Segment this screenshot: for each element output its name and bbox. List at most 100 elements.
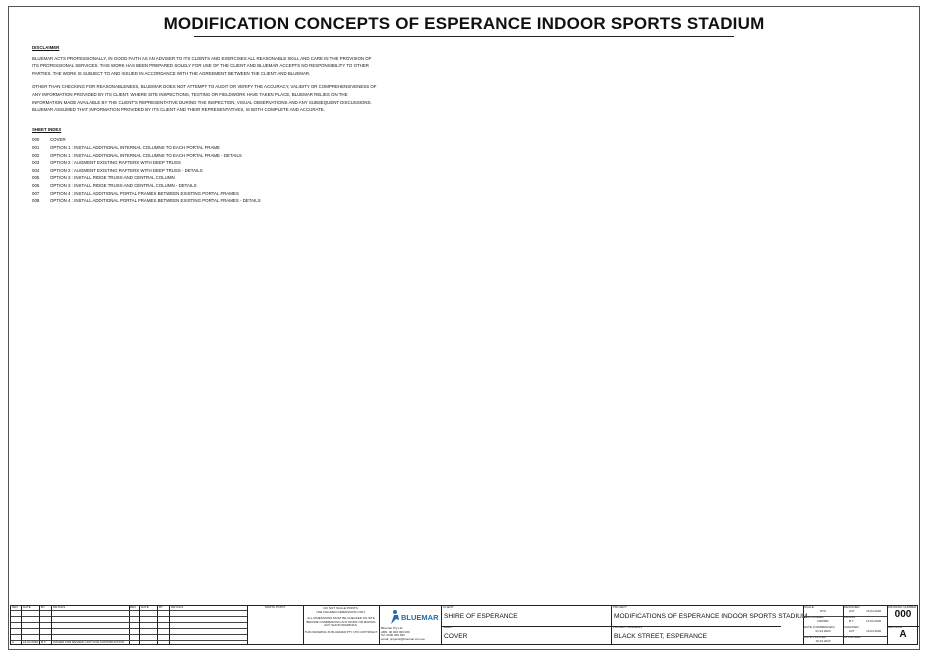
disclaimer-paragraph-1: BLUEMAR ACTS PROFESSIONALLY, IN GOOD FAI… [32,55,372,76]
disclaimer-paragraph-2: OTHER THAN CHECKING FOR REASONABLENESS, … [32,84,377,113]
rev-details-value: ISSUED FOR REVIEW. NOT FOR CONSTRUCTION [53,640,124,644]
sheet-number: 003 [32,160,40,166]
sheet-description: OPTION 1 : INSTALL ADDITIONAL INTERNAL C… [50,144,220,150]
designed-value: LDT [848,608,855,613]
designed-date: 16.04.2020 [866,608,882,613]
sheet-description: OPTION 4 : INSTALL ADDITIONAL PORTAL FRA… [50,198,261,204]
checked-value: LDT [848,628,855,633]
revision-value: A [899,628,907,640]
designed-label: DESIGNED [844,605,860,609]
drawing-number-value: 000 [894,608,912,620]
sheet-index-row: 004 OPTION 2 : AUGMENT EXISTING RAFTERS W… [32,167,377,175]
sheet-number: 007 [32,190,40,196]
details-header: DETAILS [171,605,184,609]
sheet-number: 004 [32,167,40,173]
bluemar-person-icon [391,610,399,624]
sheet-index-row: 008 OPTION 4 : INSTALL ADDITIONAL PORTAL … [32,197,377,205]
project-value: MODIFICATIONS OF ESPERANCE INDOOR SPORTS… [614,612,808,620]
address-box: PROJECT ADDRESS BLACK STREET, ESPERANCE [611,625,803,646]
sheet-description: OPTION 2 : AUGMENT EXISTING RAFTERS WITH… [50,167,203,173]
drawing-number-box: DRAWING NUMBER 000 [887,605,919,626]
by-header: BY [159,605,164,609]
rev-value: A [12,640,15,644]
details-header: DETAILS [53,605,66,609]
project-box: PROJECT MODIFICATIONS OF ESPERANCE INDOO… [611,605,808,626]
address-value: BLACK STREET, ESPERANCE [614,632,708,640]
rev-header: REV [12,605,19,609]
sheet-number: 006 [32,182,40,188]
client-value: SHIRE OF ESPERANCE [444,612,518,620]
sheet-number: 000 [32,137,40,143]
address-label: PROJECT ADDRESS [613,625,643,629]
note-line: USE FIGURED DIMENSIONS ONLY. [316,609,366,614]
sheet-label: SHEET [443,625,454,629]
scale-label: SCALE [804,605,814,609]
sheet-index-row: 003 OPTION 2 : AUGMENT EXISTING RAFTERS W… [32,159,377,167]
date-printed-label: DATE PRINTED [804,635,826,639]
north-point-box: NORTH POINT [247,605,303,644]
sheet-number: 002 [32,152,40,158]
job-number-value: 2020051 [817,618,829,623]
company-line: Tel: 0000 000 000 [381,633,405,638]
drawing-frame [8,6,920,650]
rev-date-value: 16.04.2020 [23,640,39,644]
date-printed-value: 16.04.2020 [815,638,831,643]
note-line: THIS DRAWING IS BLUEMAR PTY LTD COPYRIGH… [304,629,378,634]
company-line: email: projects@bluemar.com.au [381,636,425,641]
drawn-date: 16.04.2020 [866,618,882,623]
sheet-description: OPTION 3 : INSTALL RIDGE TRUSS AND CENTR… [50,175,175,181]
revision-label: REVISION [888,625,903,629]
drawn-value: B.T. [848,618,855,623]
sheet-description: COVER [50,137,66,143]
sheet-number: 005 [32,175,40,181]
sheet-index-heading: SHEET INDEX [32,126,62,132]
date-commenced-value: 01.04.2020 [815,628,831,633]
job-number-label: JOB NUMBER [804,615,824,619]
disclaimer-heading: DISCLAIMER [32,45,60,50]
scale-value: NTS [820,608,826,613]
sheet-number: 008 [32,198,40,204]
company-logo: BLUEMAR [401,613,439,622]
sheet-description: OPTION 4 : INSTALL ADDITIONAL PORTAL FRA… [50,190,239,196]
date-commenced-label: DATE (COMMENCED) [804,625,835,629]
sheet-box: SHEET COVER [441,625,611,646]
company-box: BLUEMAR Bluemar Pty Ltd ABN: 00 000 000 … [379,606,441,644]
sheet-index-row: 005 OPTION 3 : INSTALL RIDGE TRUSS AND CE… [32,174,377,182]
approved-label: APPROVED [844,635,861,639]
note-line: DO NOT SCALE PRINTS. [323,606,359,610]
sheet-index-row: 007 OPTION 4 : INSTALL ADDITIONAL PORTAL … [32,190,377,198]
date-header: DATE [141,605,149,609]
rev-by-value: B.T. [41,640,47,644]
by-header: BY [41,605,46,609]
note-line: ALL DIMENSIONS MUST BE CHECKED ON SITE B… [306,616,376,628]
sheet-index-row: 000 COVER [32,136,377,144]
sheet-value: COVER [444,632,468,640]
project-label: PROJECT [613,605,628,609]
document-body: DISCLAIMER BLUEMAR ACTS PROFESSIONALLY, … [32,44,377,205]
page-title: MODIFICATION CONCEPTS OF ESPERANCE INDOO… [163,14,765,33]
title-block: REV DATE BY DETAILS A 16.04.2020 B.T. IS… [10,605,919,646]
notes-box: DO NOT SCALE PRINTS. USE FIGURED DIMENSI… [303,606,379,645]
client-label: CLIENT [443,605,454,609]
checked-date: 16.04.2020 [866,628,882,633]
sheet-number: 001 [32,144,40,150]
revision-box: REVISION A [887,625,919,646]
checked-label: CHECKED [844,625,859,629]
title-underline [194,36,734,37]
sheet-index-row: 006 OPTION 3 : INSTALL RIDGE TRUSS AND CE… [32,182,377,190]
company-line: Bluemar Pty Ltd [381,626,403,630]
client-box: CLIENT SHIRE OF ESPERANCE [441,605,611,626]
rev-header: REV [130,605,137,609]
drawn-label: DRAWN [844,615,856,619]
sheet-description: OPTION 3 : INSTALL RIDGE TRUSS AND CENTR… [50,182,197,188]
sheet-index-row: 001 OPTION 1 : INSTALL ADDITIONAL INTERNA… [32,144,377,152]
north-point-label: NORTH POINT [264,605,286,609]
revision-table-right: REV DATE BY DETAILS [129,605,247,644]
company-line: ABN: 00 000 000 000 [381,629,410,634]
sheet-index-list: 000 COVER 001 OPTION 1 : INSTALL ADDITIONA… [32,136,377,204]
drawing-number-label: DRAWING NUMBER [888,605,917,609]
sheet-description: OPTION 2 : AUGMENT EXISTING RAFTERS WITH… [50,160,181,166]
